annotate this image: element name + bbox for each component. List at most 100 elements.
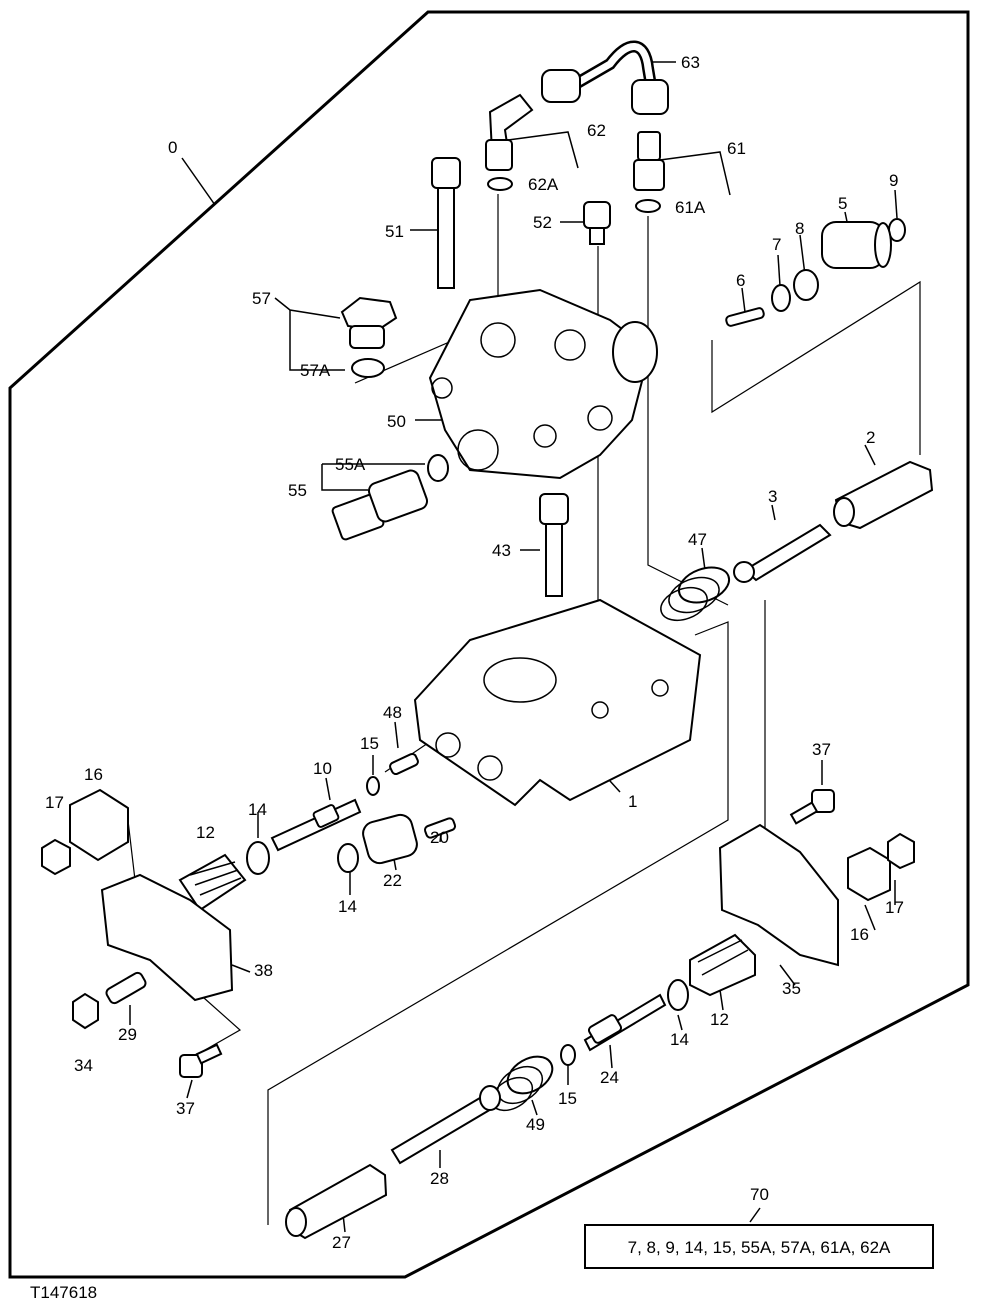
nut-34 [72,992,99,1030]
callout-labels: 0 63 62 62A 61 61A 9 5 8 7 6 51 52 57 57… [30,53,904,1302]
kit-contents: 7, 8, 9, 14, 15, 55A, 57A, 61A, 62A [628,1238,891,1257]
pin-20 [423,817,457,839]
callout-63: 63 [681,53,700,72]
cap-screw-37b [789,789,835,825]
callout-62A: 62A [528,175,559,194]
callout-27: 27 [332,1233,351,1252]
callout-43: 43 [492,541,511,560]
spring-47 [660,566,731,622]
callout-12b: 12 [710,1010,729,1029]
figure-id: T147618 [30,1283,97,1302]
assembly-frame [8,10,970,1279]
callout-37b: 37 [812,740,831,759]
sleeve-2 [833,460,934,530]
o-ring-14c [667,979,689,1011]
adjuster-12b [689,933,756,997]
callout-2: 2 [866,428,875,447]
washer-8 [793,269,819,301]
callout-38: 38 [254,961,273,980]
nut-16a [69,788,129,862]
end-plate-38 [100,873,234,1002]
callout-6: 6 [736,271,745,290]
o-ring-15a [366,776,380,796]
spool-3 [733,523,832,583]
nut-17a [41,838,71,876]
valve-body-1 [413,598,702,807]
callout-49: 49 [526,1115,545,1134]
elbow-fitting-62 [485,93,534,171]
callout-8: 8 [795,219,804,238]
callout-55A: 55A [335,455,366,474]
pressure-sensor-55 [331,469,429,541]
cap-screw-37a [179,1043,223,1078]
callout-17b: 17 [885,898,904,917]
valve-stem-10 [270,798,362,852]
spring-49 [490,1055,554,1112]
callout-14a: 14 [248,800,267,819]
callout-12a: 12 [196,823,215,842]
kit-box [584,1224,934,1269]
callout-16a: 16 [84,765,103,784]
connector-fitting-61 [633,131,665,191]
cap-screw-52 [583,201,611,245]
cap-screw-43 [539,493,569,597]
end-plate-35 [718,823,839,967]
callout-34: 34 [74,1056,93,1075]
callout-57A: 57A [300,361,331,380]
pin-6 [725,307,765,327]
callout-14c: 14 [670,1030,689,1049]
callout-28: 28 [430,1169,449,1188]
tube-line-63 [541,40,669,115]
spool-5 [821,221,892,269]
valve-housing-50 [428,288,658,480]
callout-48: 48 [383,703,402,722]
o-ring-57A [351,358,385,378]
callout-29: 29 [118,1025,137,1044]
callout-17a: 17 [45,793,64,812]
callout-0: 0 [168,138,177,157]
callout-15a: 15 [360,734,379,753]
callout-52: 52 [533,213,552,232]
o-ring-62A [487,177,513,191]
nut-17b [887,832,915,870]
spring-29 [105,971,147,1005]
callout-61: 61 [727,139,746,158]
callout-14b: 14 [338,897,357,916]
callout-47: 47 [688,530,707,549]
o-ring-15b [560,1044,576,1066]
plug-57 [340,296,398,349]
kit-label: 70 [750,1185,769,1204]
o-ring-14b [337,843,359,873]
callout-61A: 61A [675,198,706,217]
o-ring-61A [635,199,661,213]
callout-9: 9 [889,171,898,190]
callout-5: 5 [838,194,847,213]
callout-55: 55 [288,481,307,500]
o-ring-14a [246,841,270,875]
callout-16b: 16 [850,925,869,944]
callout-62: 62 [587,121,606,140]
spring-48 [389,752,419,776]
adjuster-12a [178,853,247,912]
callout-20: 20 [430,828,449,847]
nut-16b [847,846,891,902]
plunger-22 [362,813,418,865]
sleeve-27 [285,1163,388,1240]
o-ring-55A [427,454,449,482]
callout-35: 35 [782,979,801,998]
callout-22: 22 [383,871,402,890]
callout-7: 7 [772,235,781,254]
valve-stem-24 [583,993,667,1052]
callout-1: 1 [628,792,637,811]
callout-15b: 15 [558,1089,577,1108]
spool-28 [390,1085,501,1165]
o-ring-7 [771,284,791,312]
callout-51: 51 [385,222,404,241]
callout-37a: 37 [176,1099,195,1118]
callout-57: 57 [252,289,271,308]
callout-3: 3 [768,487,777,506]
callout-50: 50 [387,412,406,431]
callout-24: 24 [600,1068,619,1087]
cap-screw-51 [431,157,461,289]
